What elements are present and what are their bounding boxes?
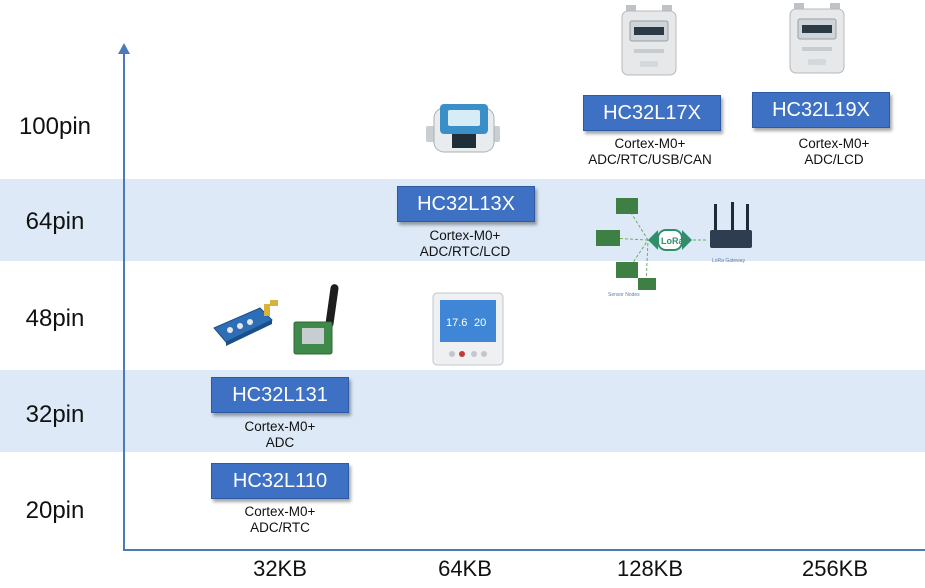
- desc-hc32l17x: Cortex-M0+ ADC/RTC/USB/CAN: [560, 136, 740, 168]
- desc-hc32l17x-features: ADC/RTC/USB/CAN: [588, 152, 712, 167]
- y-label-64pin: 64pin: [25, 208, 85, 235]
- x-label-128kb: 128KB: [616, 556, 684, 581]
- water-meter-icon: [426, 104, 500, 153]
- desc-hc32l13x-features: ADC/RTC/LCD: [419, 244, 511, 259]
- chip-hc32l17x: HC32L17X: [583, 95, 721, 131]
- band-32pin: [0, 370, 925, 452]
- thermostat-icon: 17.6 20: [432, 292, 504, 366]
- y-label-100pin: 100pin: [18, 113, 92, 140]
- gas-meter-icon-2: [789, 3, 845, 74]
- x-label-32kb: 32KB: [253, 556, 307, 581]
- desc-hc32l110-core: Cortex-M0+: [244, 504, 316, 519]
- gateway-label: LoRa Gateway: [712, 258, 746, 264]
- y-label-20pin: 20pin: [25, 497, 85, 524]
- x-axis-line: [123, 549, 925, 551]
- lora-label: LoRa: [661, 236, 684, 246]
- desc-hc32l131: Cortex-M0+ ADC: [190, 419, 370, 451]
- thermostat-temp-right: 20: [474, 317, 486, 329]
- lora-network-icon: LoRa Sensor Nodes LoRa Gateway: [596, 198, 752, 298]
- desc-hc32l110-features: ADC/RTC: [250, 520, 310, 535]
- chip-hc32l19x: HC32L19X: [752, 92, 890, 128]
- y-axis-line: [123, 52, 125, 550]
- gas-meter-icon: [621, 5, 677, 76]
- y-label-32pin: 32pin: [25, 401, 85, 428]
- sensor-nodes-label: Sensor Nodes: [608, 292, 640, 298]
- y-axis-arrow-icon: [118, 43, 130, 54]
- x-label-256kb: 256KB: [801, 556, 869, 581]
- desc-hc32l19x-core: Cortex-M0+: [798, 136, 870, 151]
- desc-hc32l110: Cortex-M0+ ADC/RTC: [190, 504, 370, 536]
- desc-hc32l17x-core: Cortex-M0+: [614, 136, 686, 151]
- antenna-module-icon: [293, 284, 339, 355]
- desc-hc32l13x-core: Cortex-M0+: [429, 228, 501, 243]
- lora-module-icon: [213, 300, 278, 346]
- desc-hc32l13x: Cortex-M0+ ADC/RTC/LCD: [375, 228, 555, 260]
- thermostat-temp-left: 17.6: [446, 317, 467, 329]
- desc-hc32l131-core: Cortex-M0+: [244, 419, 316, 434]
- y-label-48pin: 48pin: [25, 305, 85, 332]
- chip-hc32l131: HC32L131: [211, 377, 349, 413]
- chip-hc32l110: HC32L110: [211, 463, 349, 499]
- x-label-64kb: 64KB: [438, 556, 492, 581]
- desc-hc32l131-features: ADC: [265, 435, 295, 450]
- desc-hc32l19x: Cortex-M0+ ADC/LCD: [744, 136, 924, 168]
- desc-hc32l19x-features: ADC/LCD: [804, 152, 864, 167]
- chip-hc32l13x: HC32L13X: [397, 186, 535, 222]
